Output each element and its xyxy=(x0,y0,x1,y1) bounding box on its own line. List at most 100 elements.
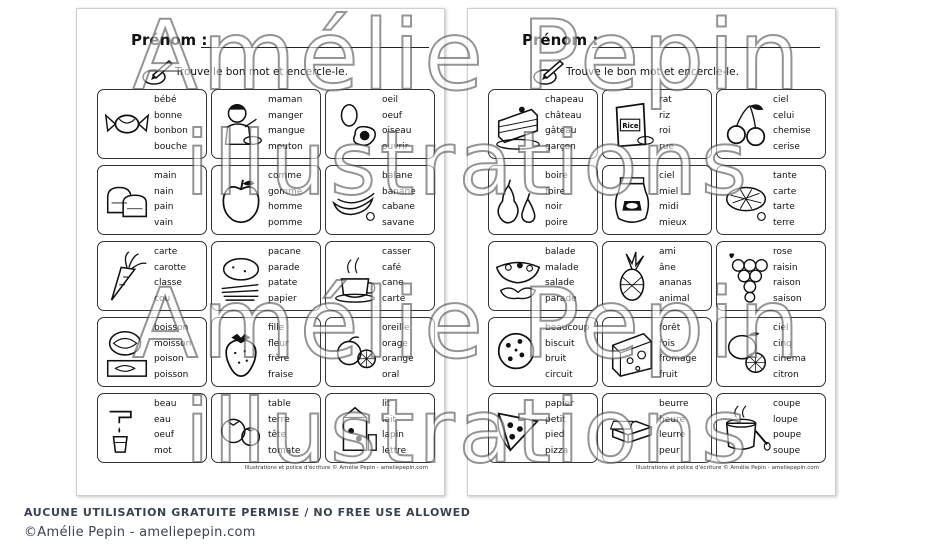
word-option[interactable]: foire xyxy=(545,186,566,197)
word-option[interactable]: loupe xyxy=(773,414,798,425)
word-option[interactable]: fille xyxy=(268,323,285,333)
word-option[interactable]: terre xyxy=(268,414,290,425)
word-option[interactable]: carte xyxy=(773,186,797,197)
word-option[interactable]: classe xyxy=(154,278,182,288)
word-option[interactable]: saison xyxy=(773,293,802,304)
word-option[interactable]: orage xyxy=(382,338,408,349)
word-option[interactable]: fruit xyxy=(659,369,678,380)
word-option[interactable]: cou xyxy=(154,293,171,304)
word-option[interactable]: bonbon xyxy=(154,126,188,136)
word-option[interactable]: comme xyxy=(268,171,302,181)
word-option[interactable]: coupe xyxy=(773,399,801,409)
word-option[interactable]: frère xyxy=(268,354,290,364)
word-option[interactable]: pacane xyxy=(268,247,301,257)
word-option[interactable]: fois xyxy=(659,338,675,349)
word-option[interactable]: ciel xyxy=(773,323,789,333)
word-option[interactable]: patate xyxy=(268,278,298,288)
word-option[interactable]: ananas xyxy=(659,278,692,288)
word-option[interactable]: parade xyxy=(545,293,577,304)
word-option[interactable]: tomate xyxy=(268,445,301,456)
word-option[interactable]: heure xyxy=(659,414,685,425)
word-option[interactable]: leurre xyxy=(659,430,686,440)
word-option[interactable]: ami xyxy=(659,247,676,257)
word-option[interactable]: pain xyxy=(154,202,174,212)
word-option[interactable]: lettre xyxy=(382,445,407,456)
word-option[interactable]: ciel xyxy=(773,95,789,105)
word-option[interactable]: peur xyxy=(659,445,680,456)
word-option[interactable]: cinéma xyxy=(773,354,806,364)
word-option[interactable]: banane xyxy=(382,186,416,197)
word-option[interactable]: salade xyxy=(545,278,575,288)
word-option[interactable]: fraise xyxy=(268,369,294,380)
word-option[interactable]: miel xyxy=(659,186,679,197)
word-option[interactable]: roi xyxy=(659,126,671,136)
word-option[interactable]: pomme xyxy=(268,217,303,228)
word-option[interactable]: mieux xyxy=(659,217,687,228)
word-option[interactable]: main xyxy=(154,171,177,181)
word-option[interactable]: mangue xyxy=(268,126,305,136)
word-option[interactable]: savane xyxy=(382,217,415,228)
word-option[interactable]: citron xyxy=(773,369,799,380)
word-option[interactable]: raison xyxy=(773,278,801,288)
word-option[interactable]: chemise xyxy=(773,126,811,136)
word-option[interactable]: poire xyxy=(545,217,568,228)
word-option[interactable]: âne xyxy=(659,262,676,273)
word-option[interactable]: cabane xyxy=(382,202,415,212)
word-option[interactable]: carte xyxy=(154,247,178,257)
word-option[interactable]: oeil xyxy=(382,95,399,105)
word-option[interactable]: bébé xyxy=(154,95,177,105)
word-option[interactable]: cinq xyxy=(773,338,792,349)
word-option[interactable]: papier xyxy=(545,399,574,409)
word-option[interactable]: noir xyxy=(545,202,563,212)
word-option[interactable]: lait xyxy=(382,414,397,425)
word-option[interactable]: nain xyxy=(154,186,174,197)
word-option[interactable]: oreille xyxy=(382,323,410,333)
word-option[interactable]: eau xyxy=(154,414,171,425)
word-option[interactable]: oeuf xyxy=(382,110,402,121)
word-option[interactable]: celui xyxy=(773,110,795,121)
word-option[interactable]: papier xyxy=(268,293,297,304)
word-option[interactable]: beaucoup xyxy=(545,323,590,333)
word-option[interactable]: rat xyxy=(659,95,672,105)
word-option[interactable]: soupe xyxy=(773,445,801,456)
word-option[interactable]: oiseau xyxy=(382,126,412,136)
word-option[interactable]: cane xyxy=(382,278,404,288)
word-option[interactable]: beurre xyxy=(659,399,689,409)
word-option[interactable]: lapin xyxy=(382,430,404,440)
word-option[interactable]: malade xyxy=(545,262,579,273)
word-option[interactable]: tête xyxy=(268,430,287,440)
word-option[interactable]: château xyxy=(545,110,582,121)
word-option[interactable]: poupe xyxy=(773,430,802,440)
word-option[interactable]: cerise xyxy=(773,141,800,152)
word-option[interactable]: carte xyxy=(382,293,406,304)
word-option[interactable]: garçon xyxy=(545,141,576,152)
word-option[interactable]: carotte xyxy=(154,262,187,273)
word-option[interactable]: tante xyxy=(773,171,797,181)
word-option[interactable]: vain xyxy=(154,217,174,228)
word-option[interactable]: fleur xyxy=(268,338,289,349)
word-option[interactable]: bouche xyxy=(154,141,188,152)
word-option[interactable]: ciel xyxy=(659,171,675,181)
word-option[interactable]: pizza xyxy=(545,445,569,456)
word-option[interactable]: gomme xyxy=(268,186,303,197)
word-option[interactable]: boisson xyxy=(154,323,189,333)
word-option[interactable]: lit xyxy=(382,399,391,409)
word-option[interactable]: maman xyxy=(268,95,303,105)
word-option[interactable]: oral xyxy=(382,369,400,380)
word-option[interactable]: bruit xyxy=(545,354,567,364)
word-option[interactable]: raisin xyxy=(773,262,798,273)
word-option[interactable]: midi xyxy=(659,202,679,212)
word-option[interactable]: fromage xyxy=(659,354,697,364)
word-option[interactable]: poison xyxy=(154,354,184,364)
word-option[interactable]: balade xyxy=(545,247,576,257)
word-option[interactable]: gâteau xyxy=(545,126,577,136)
word-option[interactable]: casser xyxy=(382,247,412,257)
word-option[interactable]: oeuf xyxy=(154,430,174,440)
word-option[interactable]: animal xyxy=(659,293,690,304)
word-option[interactable]: balane xyxy=(382,171,413,181)
word-option[interactable]: rue xyxy=(659,141,674,152)
word-option[interactable]: table xyxy=(268,399,291,409)
word-option[interactable]: biscuit xyxy=(545,338,575,349)
word-option[interactable]: bonne xyxy=(154,110,183,121)
word-option[interactable]: tarte xyxy=(773,202,795,212)
